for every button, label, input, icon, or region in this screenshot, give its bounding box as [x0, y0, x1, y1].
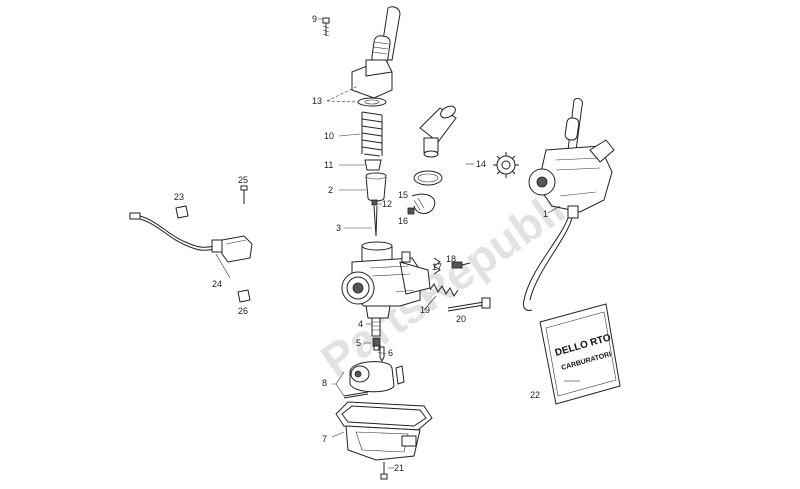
callout-15: 15 [398, 190, 408, 200]
part-4-jet-holder [371, 317, 381, 337]
callout-18: 18 [446, 254, 456, 264]
part-7-float-bowl [335, 401, 433, 461]
part-1-carburetor-assembly [523, 97, 615, 311]
part-8-float [332, 361, 405, 399]
callout-12: 12 [382, 199, 392, 209]
part-17-spring [433, 257, 441, 275]
callout-23: 23 [174, 192, 184, 202]
callout-22: 22 [530, 390, 540, 400]
callout-14: 14 [476, 159, 486, 169]
callout-11: 11 [324, 160, 333, 170]
part-21-screw [380, 462, 388, 480]
part-3-needle [373, 205, 378, 237]
part-24-heater-wire [129, 212, 253, 263]
callout-3: 3 [336, 223, 341, 233]
part-19-spring [429, 283, 459, 297]
callout-10: 10 [324, 131, 334, 141]
callout-16: 16 [398, 216, 408, 226]
callout-17: 17 [432, 262, 442, 272]
callout-25: 25 [238, 175, 248, 185]
callout-1: 1 [543, 209, 548, 219]
part-9-screw [322, 17, 330, 37]
part-25-screw [240, 185, 248, 204]
callout-9: 9 [312, 14, 317, 24]
part-10-spring [361, 111, 383, 157]
carburetor-body [341, 241, 431, 319]
part-5-main-jet [372, 337, 381, 351]
callout-labels: 1 2 3 4 5 6 7 8 9 10 11 12 13 14 15 16 1… [174, 14, 548, 473]
callout-21: 21 [394, 463, 404, 473]
callout-7: 7 [322, 434, 327, 444]
callout-13: 13 [312, 96, 322, 106]
part-14-choke-elbow [413, 105, 457, 186]
gear-icon [493, 152, 519, 178]
callout-5: 5 [356, 338, 361, 348]
callout-2: 2 [328, 185, 333, 195]
part-18-screw [451, 261, 471, 269]
callout-6: 6 [388, 348, 393, 358]
callout-4: 4 [358, 319, 363, 329]
leader-lines [215, 18, 580, 469]
part-12-clip [371, 199, 378, 206]
callout-24: 24 [212, 279, 222, 289]
part-20-screw [447, 297, 491, 312]
callout-26: 26 [238, 306, 248, 316]
part-15-16-idle-screw [407, 193, 436, 215]
callout-20: 20 [456, 314, 466, 324]
part-26-clip [237, 289, 251, 303]
callout-19: 19 [420, 305, 430, 315]
part-13-choke-lever [326, 6, 401, 107]
part-2-throttle-slide [365, 172, 387, 202]
part-6-needle-valve [379, 346, 385, 363]
part-22-kit-bag: DELLO RTO CARBURATORI [539, 303, 621, 405]
part-23-clip [175, 205, 189, 219]
callout-8: 8 [322, 378, 327, 388]
part-11-retainer [364, 159, 382, 171]
